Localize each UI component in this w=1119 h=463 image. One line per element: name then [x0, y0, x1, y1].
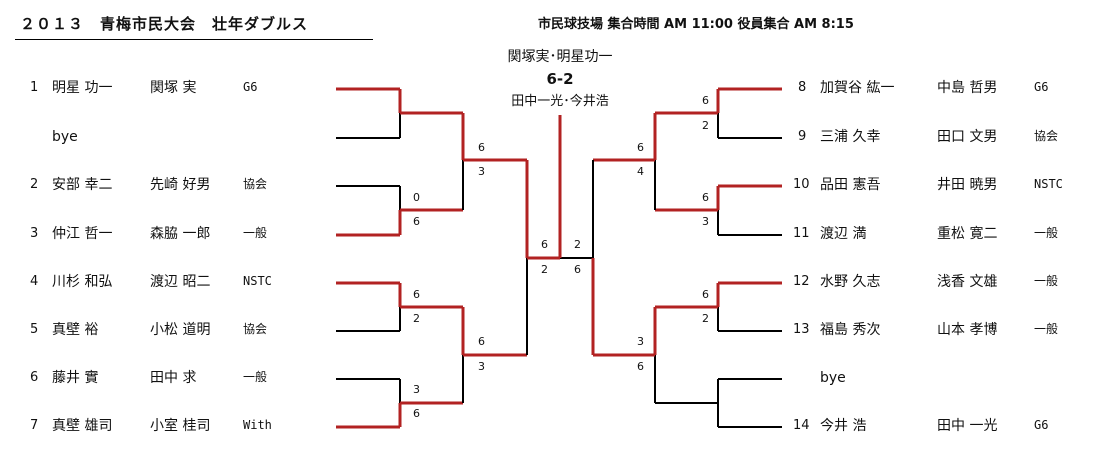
player-name: bye: [820, 370, 846, 386]
final-winner: 関塚実･明星功一: [507, 49, 613, 65]
page-title: ２０１３ 青梅市民大会 壮年ダブルス: [20, 15, 309, 33]
final-score: 6-2: [546, 70, 574, 88]
partner-name: 井田 暁男: [937, 177, 998, 193]
match-score: 6: [413, 288, 420, 301]
player-name: 明星 功一: [52, 80, 113, 96]
player-name: 今井 浩: [820, 418, 867, 434]
player-name: 仲江 哲一: [52, 226, 113, 242]
match-score: 2: [702, 312, 709, 325]
club-name: G6: [1034, 418, 1049, 432]
match-score: 3: [413, 383, 420, 396]
match-score: 6: [413, 407, 420, 420]
player-name: 品田 憲吾: [820, 177, 881, 193]
club-name: G6: [243, 80, 258, 94]
match-score: 6: [478, 141, 485, 154]
club-name: 一般: [1034, 322, 1059, 336]
entry-number: 11: [793, 226, 810, 241]
club-name: 一般: [243, 226, 268, 240]
match-score: 6: [478, 335, 485, 348]
partner-name: 浅香 文雄: [937, 274, 998, 290]
player-name: 加賀谷 紘一: [820, 80, 895, 96]
entry-number: 4: [30, 274, 39, 289]
match-score: 6: [702, 288, 709, 301]
entry-number: 2: [30, 177, 39, 192]
club-name: 協会: [243, 322, 268, 336]
entry-number: 14: [793, 418, 810, 433]
player-name: 藤井 實: [52, 370, 99, 386]
venue-info: 市民球技場 集合時間 AM 11:00 役員集合 AM 8:15: [538, 17, 854, 32]
match-score: 2: [702, 119, 709, 132]
entry-number: 12: [793, 274, 810, 289]
final-runner-up: 田中一光･今井浩: [511, 94, 609, 109]
entry-number: 13: [793, 322, 810, 337]
match-score: 2: [541, 263, 548, 276]
partner-name: 渡辺 昭二: [150, 274, 211, 290]
partner-name: 森脇 一郎: [150, 226, 211, 242]
entry-number: 5: [30, 322, 39, 337]
match-score: 2: [413, 312, 420, 325]
partner-name: 田中 一光: [937, 418, 998, 434]
player-name: 水野 久志: [820, 274, 881, 290]
partner-name: 小室 桂司: [150, 418, 211, 434]
club-name: NSTC: [243, 274, 272, 288]
player-name: 真壁 雄司: [52, 418, 113, 434]
club-name: NSTC: [1034, 177, 1063, 191]
player-name: 渡辺 満: [820, 226, 867, 242]
partner-name: 田口 文男: [937, 129, 998, 145]
club-name: 一般: [243, 370, 268, 384]
match-score: 6: [702, 94, 709, 107]
match-score: 3: [478, 360, 485, 373]
partner-name: 重松 寛二: [937, 226, 998, 242]
entry-number: 6: [30, 370, 39, 385]
entry-number: 3: [30, 226, 39, 241]
partner-name: 山本 孝博: [937, 322, 998, 338]
player-name: 川杉 和弘: [52, 274, 113, 290]
match-score: 2: [574, 238, 581, 251]
club-name: 協会: [243, 177, 268, 191]
partner-name: 小松 道明: [150, 322, 211, 338]
entry-number: 9: [798, 129, 807, 144]
match-score: 6: [702, 191, 709, 204]
match-score: 3: [702, 215, 709, 228]
match-score: 3: [637, 335, 644, 348]
club-name: 一般: [1034, 274, 1059, 288]
entry-number: 8: [798, 80, 807, 95]
player-name: 安部 幸二: [52, 177, 113, 193]
player-name: 福島 秀次: [820, 322, 881, 338]
partner-name: 関塚 実: [150, 80, 197, 96]
club-name: With: [243, 418, 272, 432]
partner-name: 中島 哲男: [937, 80, 998, 96]
entry-number: 1: [30, 80, 39, 95]
partner-name: 先崎 好男: [150, 177, 211, 193]
match-score: 6: [413, 215, 420, 228]
match-score: 6: [637, 141, 644, 154]
match-score: 6: [637, 360, 644, 373]
match-score: 0: [413, 191, 420, 204]
match-score: 3: [478, 165, 485, 178]
player-name: bye: [52, 129, 78, 145]
entry-number: 7: [30, 418, 39, 433]
title-underline: [15, 39, 373, 40]
player-name: 真壁 裕: [52, 322, 99, 338]
match-score: 6: [541, 238, 548, 251]
club-name: 協会: [1034, 129, 1059, 143]
partner-name: 田中 求: [150, 370, 197, 386]
club-name: G6: [1034, 80, 1049, 94]
match-score: 6: [574, 263, 581, 276]
player-name: 三浦 久幸: [820, 129, 881, 145]
entry-number: 10: [793, 177, 810, 192]
club-name: 一般: [1034, 226, 1059, 240]
match-score: 4: [637, 165, 644, 178]
